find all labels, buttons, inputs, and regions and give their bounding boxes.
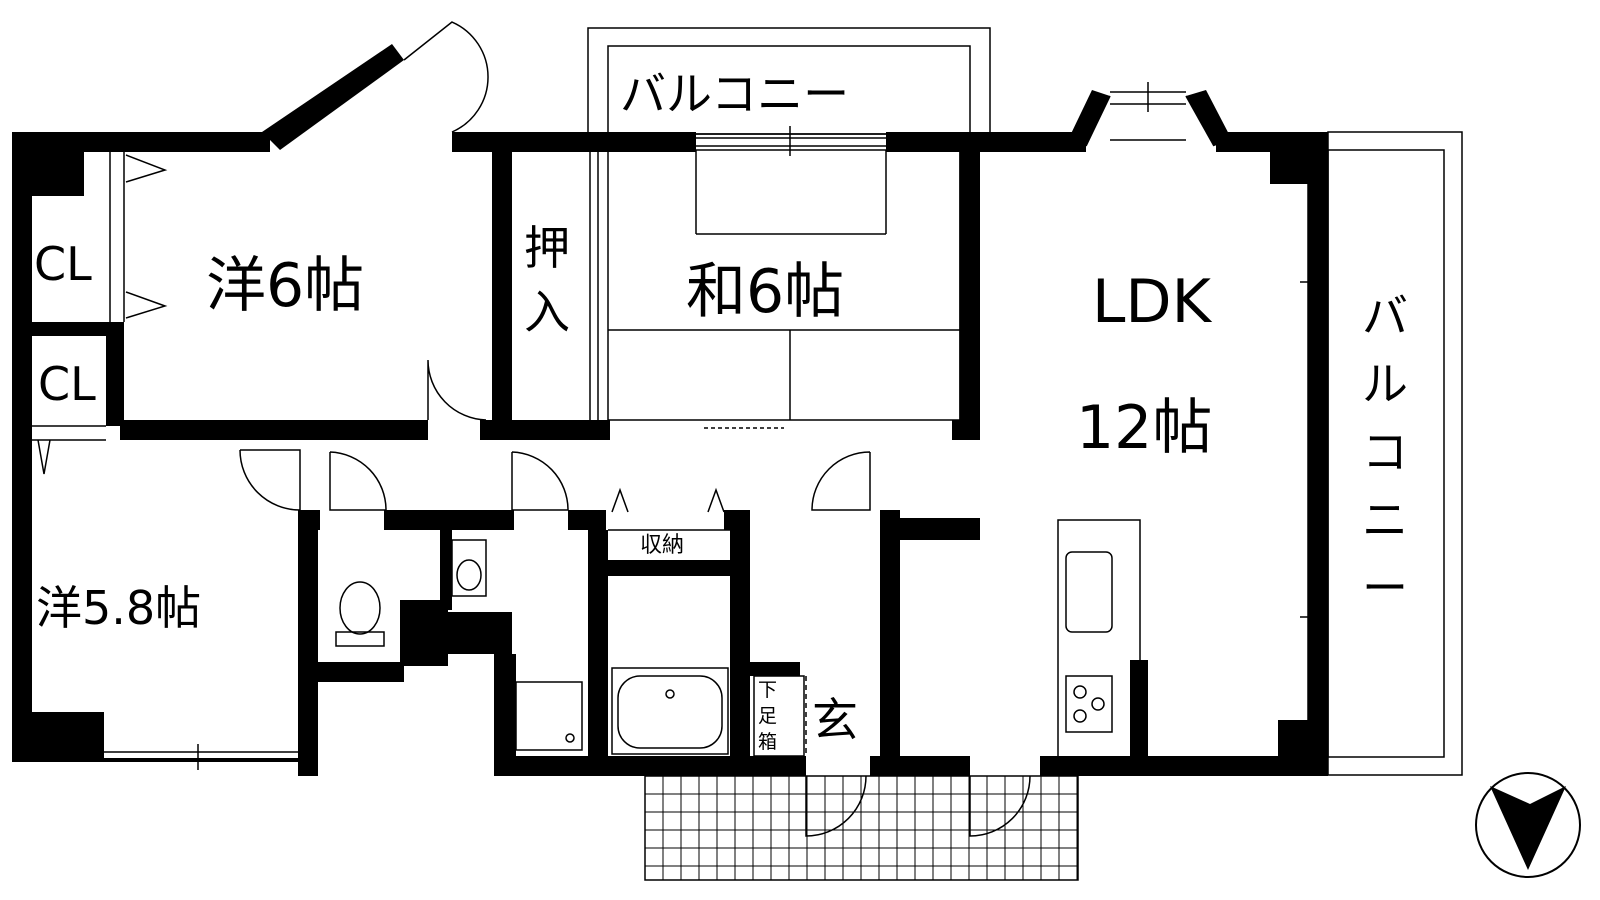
balcony-label-right-char: ニ (1362, 493, 1408, 547)
entrance-porch-tiles (644, 775, 1079, 881)
oshiire-label-1: 押 (524, 221, 570, 275)
shoe-box-label-3: 箱 (758, 731, 777, 753)
room-label-western-58: 洋5.8帖 (36, 581, 201, 635)
room-label-ldk-size: 12帖 (1076, 393, 1212, 463)
shoe-box-label-2: 足 (758, 705, 777, 727)
room-label-western-6: 洋6帖 (206, 251, 364, 321)
balcony-label-right-char: コ (1362, 425, 1408, 479)
room-label-ldk: LDK (1092, 267, 1213, 337)
balcony-label-right-char: ー (1362, 561, 1408, 615)
balcony-label-top: バルコニー (620, 67, 849, 121)
storage-label: 収納 (640, 533, 684, 558)
balcony-label-right-char: バ (1362, 289, 1408, 343)
walls (12, 44, 1328, 776)
washing-machine-pan-icon (515, 681, 583, 751)
balcony-top (587, 27, 991, 135)
closet-label-lower: CL (38, 357, 96, 411)
balcony-label-right-char: ル (1362, 357, 1408, 411)
windows (104, 82, 1326, 770)
closet-label-upper: CL (34, 237, 92, 291)
room-label-japanese-6: 和6帖 (686, 257, 844, 327)
washbasin-icon (451, 539, 487, 597)
closet-fixtures (32, 150, 730, 531)
balcony-label-right: バ ル コ ニ ー (1362, 289, 1408, 615)
kitchen-counter-icon (1057, 519, 1141, 761)
north-arrow-icon (1475, 772, 1581, 878)
toilet-icon (335, 581, 385, 647)
oshiire-label-2: 入 (524, 285, 570, 339)
bathtub-icon (611, 667, 729, 755)
tatami-lines (589, 149, 961, 429)
shoe-box-label-1: 下 (758, 679, 777, 701)
door-swings (239, 21, 1031, 837)
shoe-box-frame (753, 675, 807, 757)
entrance-label: 玄 (812, 693, 858, 747)
